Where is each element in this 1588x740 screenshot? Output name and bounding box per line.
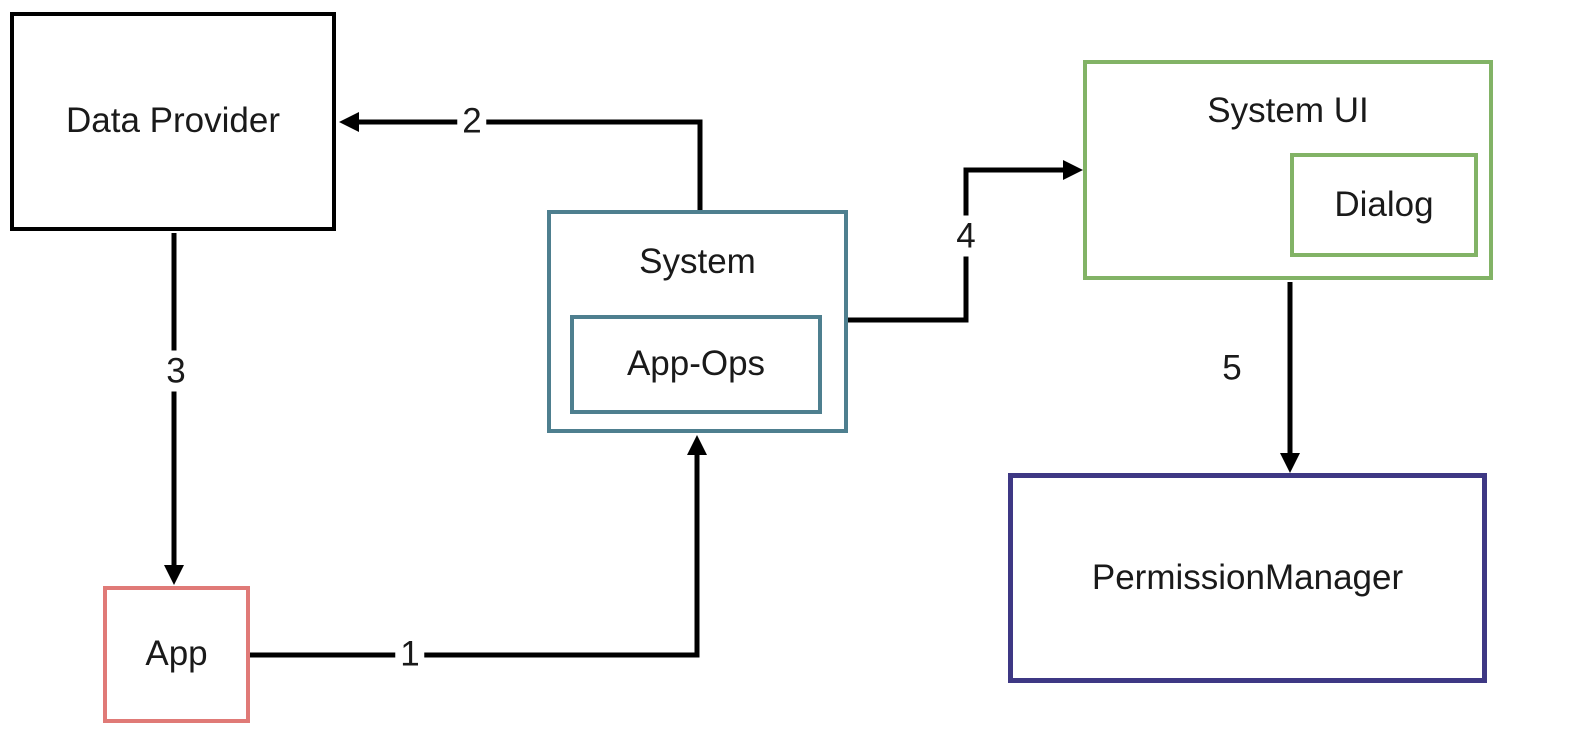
node-permission-manager-label: PermissionManager	[1091, 557, 1404, 597]
node-app-ops-label: App-Ops	[626, 344, 766, 384]
node-dialog: Dialog	[1290, 153, 1478, 257]
edge-label-4: 4	[951, 215, 981, 257]
node-app-ops: App-Ops	[570, 315, 822, 414]
node-app-label: App	[145, 634, 208, 674]
node-dialog-label: Dialog	[1334, 184, 1434, 224]
node-system-label: System	[639, 242, 756, 281]
edge-label-2: 2	[457, 100, 487, 142]
node-data-provider-label: Data Provider	[66, 101, 280, 141]
edge-label-1: 1	[395, 633, 425, 675]
node-system-ui: System UI Dialog	[1083, 60, 1493, 280]
node-system: System App-Ops	[547, 210, 848, 433]
edge-1-app-to-system	[250, 435, 707, 658]
edge-label-5: 5	[1217, 347, 1247, 389]
edge-label-3: 3	[161, 350, 191, 392]
node-data-provider: Data Provider	[10, 12, 336, 231]
node-app: App	[103, 586, 250, 723]
edge-2-system-to-provider	[339, 112, 703, 210]
node-permission-manager: PermissionManager	[1008, 473, 1487, 683]
node-system-ui-label: System UI	[1207, 91, 1369, 130]
